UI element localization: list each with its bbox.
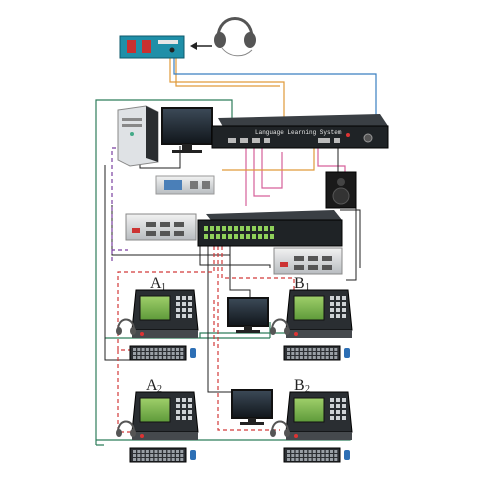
switch-port (252, 226, 256, 231)
keyboard-icon (129, 345, 187, 361)
cable-black-switch (199, 246, 271, 300)
video-distributor-icon-left (125, 213, 197, 241)
headset-icon (214, 17, 256, 57)
switch-port (204, 234, 208, 239)
station-number: 2 (157, 384, 162, 395)
student-terminal-icon (131, 289, 199, 338)
station-letter: B (294, 377, 305, 394)
cable-orange-a (169, 58, 285, 128)
video-distributor-icon-right (273, 247, 343, 275)
headset-icon (270, 420, 290, 437)
cable-pink-speaker (317, 146, 346, 172)
station-number: 1 (161, 282, 166, 293)
cable-red-dashed-b1 (221, 246, 295, 300)
cable-orange-speaker (222, 146, 315, 171)
switch-port (234, 226, 238, 231)
switch-port (216, 226, 220, 231)
pc-tower-icon (117, 105, 159, 167)
arrow-head-icon (190, 42, 197, 50)
cable-red-dashed-a1 (117, 246, 215, 351)
cable-purple-dashed (111, 147, 128, 262)
cable-blue (173, 58, 377, 140)
station-letter: A (150, 275, 162, 292)
cable-pink-a (245, 146, 283, 206)
console-label: Language Learning System (255, 129, 342, 136)
switch-port (258, 226, 262, 231)
station-number: 2 (305, 384, 310, 395)
network-switch-icon (197, 210, 343, 247)
switch-port (270, 226, 274, 231)
switch-port (246, 234, 250, 239)
station-letter: A (146, 377, 158, 394)
cable-black-monitor2 (207, 246, 234, 393)
student-terminal-icon (285, 391, 353, 440)
wall-plate-icon (155, 175, 215, 195)
cable-red-dashed-a2 (117, 350, 132, 433)
switch-port (264, 234, 268, 239)
mouse-icon (190, 450, 196, 460)
switch-port (270, 234, 274, 239)
cable-black-b1 (340, 209, 361, 268)
switch-port (234, 234, 238, 239)
headset-icon (116, 318, 136, 335)
control-panel-icon (119, 35, 185, 59)
monitor-icon-middle-2 (231, 389, 273, 425)
headset-icon (116, 420, 136, 437)
cable-orange-b (175, 58, 280, 87)
switch-port (222, 234, 226, 239)
switch-port (228, 234, 232, 239)
keyboard-icon (283, 447, 341, 463)
student-terminal-icon (285, 289, 353, 338)
switch-port (252, 234, 256, 239)
monitor-icon-middle-1 (227, 297, 269, 333)
headset-icon (270, 318, 290, 335)
speaker-icon (325, 171, 357, 209)
mouse-icon (344, 348, 350, 358)
switch-port (222, 226, 226, 231)
station-number: 1 (305, 282, 310, 293)
main-console: Language Learning System (211, 114, 389, 149)
switch-port (246, 226, 250, 231)
switch-port (216, 234, 220, 239)
switch-port (210, 226, 214, 231)
student-terminal-icon (131, 391, 199, 440)
switch-port (210, 234, 214, 239)
mouse-icon (190, 348, 196, 358)
switch-port (240, 226, 244, 231)
cable-green-b1 (199, 332, 296, 338)
switch-port (264, 226, 268, 231)
switch-port (204, 226, 208, 231)
switch-port (240, 234, 244, 239)
switch-port (258, 234, 262, 239)
monitor-icon (161, 107, 213, 153)
switch-port (228, 226, 232, 231)
keyboard-icon (283, 345, 341, 361)
cable-red-dashed-b2 (217, 246, 280, 431)
station-letter: B (294, 275, 305, 292)
mouse-icon (344, 450, 350, 460)
keyboard-icon (129, 447, 187, 463)
